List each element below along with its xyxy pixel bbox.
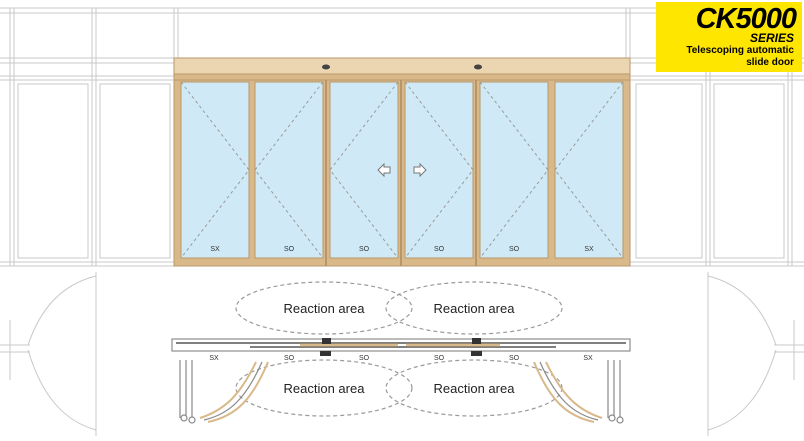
reaction-area-label: Reaction area (434, 381, 516, 396)
arrow-left-icon (377, 162, 391, 178)
reaction-area-label: Reaction area (284, 301, 366, 316)
door-panel-6: SX (554, 81, 624, 259)
motion-sensor-icon (474, 64, 482, 70)
plan-track (171, 338, 631, 356)
reaction-area-label: Reaction area (434, 301, 516, 316)
motion-sensor-icon (472, 338, 481, 344)
plan-panel-label: SX (583, 355, 593, 362)
breakout-panel-left (179, 360, 269, 424)
door-panel-2: SO (254, 81, 324, 259)
door-panel-1: SX (180, 81, 250, 259)
plan-panel-label: SO (509, 355, 520, 362)
model-name: CK5000 (695, 3, 797, 35)
door-panel-4: SO (404, 81, 474, 259)
motion-sensor-icon (322, 338, 331, 344)
panel-label: SO (434, 246, 445, 253)
reaction-zone-inner-left (235, 359, 413, 417)
arrow-right-icon (413, 162, 427, 178)
plan-panel-label: SO (359, 355, 370, 362)
plan-panel-label: SO (434, 355, 445, 362)
reaction-area-label: Reaction area (284, 381, 366, 396)
swing-door-right (707, 272, 804, 436)
motion-sensor-icon (322, 64, 330, 70)
panel-label: SO (509, 246, 520, 253)
plan-panel-label: SO (284, 355, 295, 362)
plan-panel-label: SX (209, 355, 219, 362)
panel-label: SX (584, 246, 594, 253)
product-description: Telescoping automatic slide door (686, 45, 794, 68)
product-badge: CK5000 SERIES Telescoping automatic slid… (656, 2, 802, 72)
door-panels: SX SO SO SO SO SX (173, 79, 631, 267)
swing-door-left (0, 272, 97, 436)
door-panel-5: SO (479, 81, 549, 259)
reaction-zone-outer-left (235, 281, 413, 335)
plan-view: Reaction area Reaction area Reaction are… (0, 272, 804, 436)
breakout-panel-right (533, 360, 624, 424)
panel-label: SO (359, 246, 370, 253)
door-header (173, 57, 631, 81)
reaction-zone-outer-right (385, 281, 563, 335)
panel-label: SO (284, 246, 295, 253)
panel-label: SX (210, 246, 220, 253)
door-panel-3: SO (329, 81, 399, 259)
series-label: SERIES (749, 31, 794, 45)
